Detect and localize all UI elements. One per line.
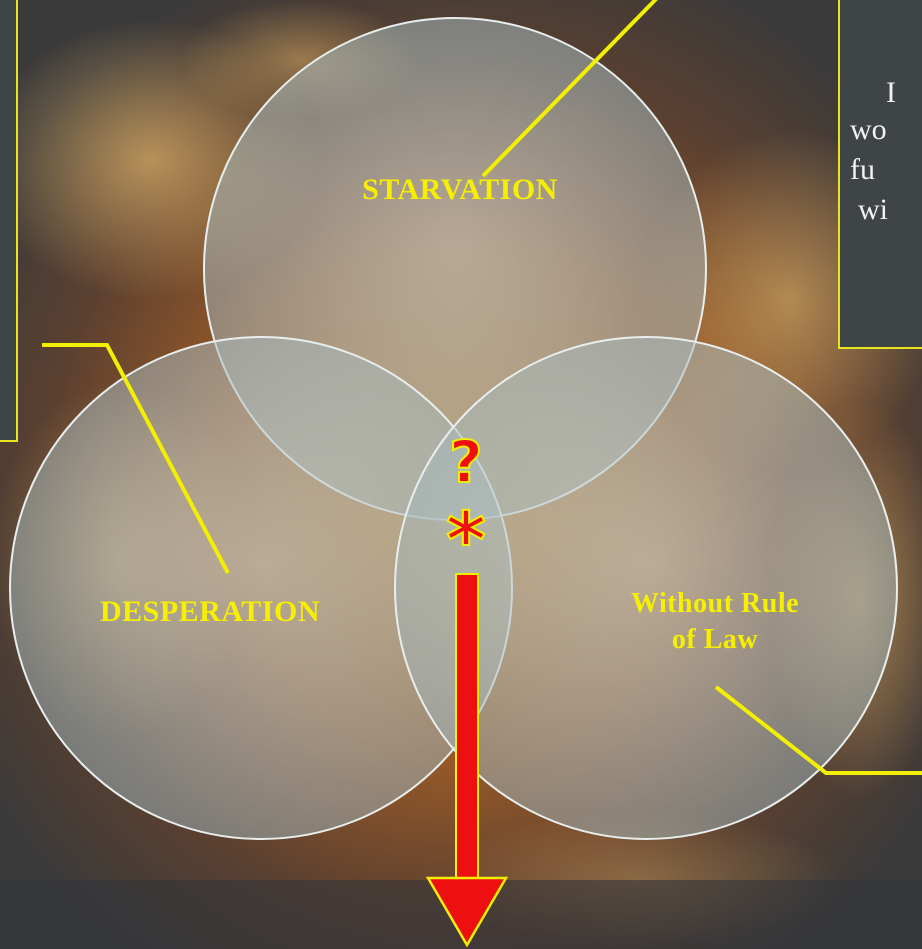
label-desperation: DESPERATION [30, 594, 390, 630]
callout-box-left [0, 0, 18, 442]
callout-right-text-4: wi [858, 190, 888, 230]
label-without-rule-of-law: Without Rule of Law [580, 586, 850, 658]
label-without-rule-line2: of Law [580, 622, 850, 658]
callout-right-text-3: fu [850, 150, 875, 190]
callout-right-text-2: wo [850, 110, 887, 150]
label-starvation: STARVATION [290, 172, 630, 208]
callout-right-text-1: I [886, 73, 896, 113]
label-without-rule-line1: Without Rule [580, 586, 850, 622]
question-mark-icon: ? [436, 432, 496, 492]
asterisk-icon: * [436, 505, 496, 575]
callout-box-right: I wo fu wi [838, 0, 922, 349]
